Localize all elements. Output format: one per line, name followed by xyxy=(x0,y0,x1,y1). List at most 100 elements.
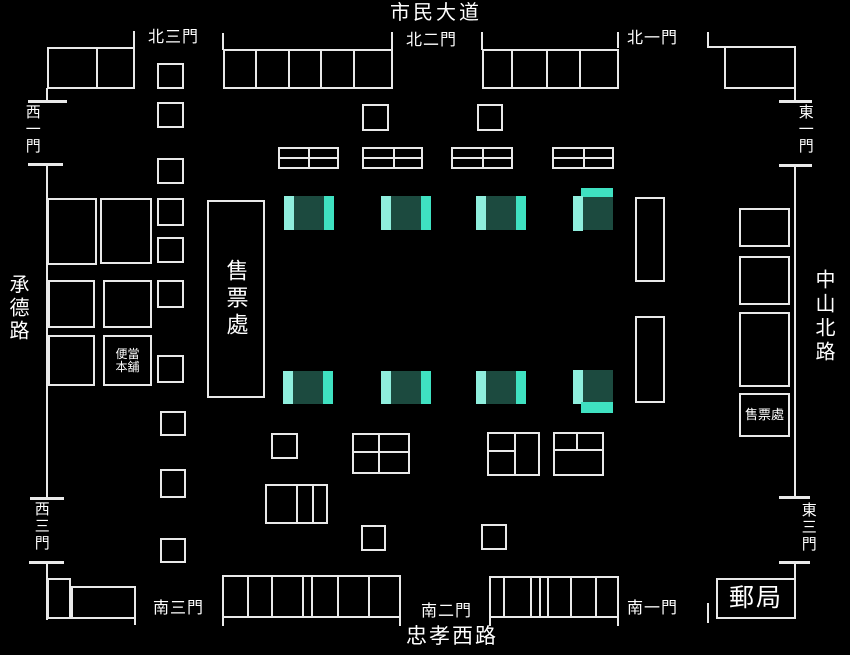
counter-table xyxy=(278,147,339,169)
ticket-office-west-label: 售票處 xyxy=(223,258,249,340)
kiosk-box xyxy=(361,525,386,551)
pillar-box xyxy=(160,411,186,436)
building-block xyxy=(222,575,401,618)
street-label-south: 忠孝西路 xyxy=(406,625,498,648)
gate-label-south-2: 南二門 xyxy=(421,603,473,620)
street-label-west: 承德路 xyxy=(6,274,28,343)
building-block xyxy=(48,335,95,386)
pillar-box xyxy=(157,280,184,308)
escalator-dark-body xyxy=(583,197,613,230)
building-block xyxy=(47,578,71,619)
building-block xyxy=(489,576,619,618)
escalator-dark-body xyxy=(294,196,324,230)
escalator-dark-body xyxy=(486,196,516,230)
gate-tick xyxy=(134,618,136,625)
escalator-light-bar xyxy=(476,196,486,230)
gate-tick xyxy=(489,618,491,626)
escalator-dark-body xyxy=(486,371,516,404)
escalator-bright-bar xyxy=(516,196,526,230)
gate-tick xyxy=(222,33,224,50)
wall-line xyxy=(794,88,796,101)
pillar-box xyxy=(157,63,184,89)
counter-table xyxy=(362,147,423,169)
gate-tick xyxy=(779,164,812,167)
ticket-office-east-label: 售票處 xyxy=(744,407,784,423)
building-block xyxy=(71,586,136,619)
wall-line xyxy=(46,88,48,101)
building-block xyxy=(352,433,410,474)
gate-label-north-2: 北二門 xyxy=(406,32,458,49)
building-block xyxy=(739,256,790,305)
building-block xyxy=(47,47,135,89)
escalator-dark-body xyxy=(391,196,421,230)
gate-tick xyxy=(707,32,709,48)
escalator-bright-bar xyxy=(581,188,613,197)
gate-tick xyxy=(30,497,64,500)
gate-tick xyxy=(481,32,483,50)
pillar-box xyxy=(157,102,184,128)
kiosk-box xyxy=(271,433,298,459)
gate-label-north-1: 北一門 xyxy=(627,30,679,47)
escalator-dark-body xyxy=(391,371,421,404)
wall-line xyxy=(794,167,796,497)
bento-shop-label-line2: 本舖 xyxy=(115,359,140,374)
kiosk-box xyxy=(481,524,507,550)
escalator-bright-bar xyxy=(324,196,334,230)
counter-table xyxy=(451,147,513,169)
pillar-box xyxy=(157,237,184,263)
escalator-light-bar xyxy=(573,196,583,231)
street-label-east: 中山北路 xyxy=(812,269,834,365)
building-block xyxy=(482,49,619,89)
escalator-dark-body xyxy=(583,370,613,402)
pillar-box xyxy=(157,198,184,226)
gate-tick xyxy=(617,32,619,48)
escalator-bright-bar xyxy=(421,196,431,230)
building-block xyxy=(48,280,95,328)
gate-label-west-1: 西一門 xyxy=(23,104,41,155)
gate-tick xyxy=(617,618,619,626)
building-block xyxy=(635,316,665,403)
escalator-light-bar xyxy=(381,371,391,404)
pillar-box xyxy=(157,158,184,184)
escalator-light-bar xyxy=(381,196,391,230)
kiosk-box xyxy=(362,104,389,131)
building-block xyxy=(635,197,665,282)
building-block xyxy=(103,280,152,328)
gate-label-east-3: 東三門 xyxy=(799,502,817,553)
gate-tick xyxy=(391,32,393,50)
escalator-light-bar xyxy=(284,196,294,230)
gate-label-east-1: 東一門 xyxy=(796,104,814,155)
gate-tick xyxy=(779,561,810,564)
building-block xyxy=(265,484,328,524)
building-block xyxy=(739,312,790,387)
gate-label-south-3: 南三門 xyxy=(153,600,205,617)
gate-tick xyxy=(707,603,709,623)
wall-line xyxy=(794,564,796,579)
pillar-box xyxy=(160,469,186,498)
escalator-dark-body xyxy=(293,371,323,404)
bento-shop-label-line1: 便當 xyxy=(115,346,140,361)
building-block xyxy=(100,198,152,264)
gate-tick xyxy=(222,618,224,626)
escalator-bright-bar xyxy=(421,371,431,404)
escalator-bright-bar xyxy=(581,402,613,413)
building-block xyxy=(47,198,97,265)
gate-tick xyxy=(28,163,63,166)
escalator-light-bar xyxy=(476,371,486,404)
gate-tick xyxy=(133,31,135,48)
wall-line xyxy=(708,46,726,48)
bento-shop: 便當 本舖 xyxy=(103,335,152,386)
gate-label-west-3: 西三門 xyxy=(32,501,50,552)
post-office-label: 郵局 xyxy=(728,584,783,613)
gate-tick xyxy=(779,100,812,103)
building-block xyxy=(487,432,540,476)
pillar-box xyxy=(157,355,184,383)
pillar-box xyxy=(160,538,186,563)
building-block xyxy=(739,208,790,247)
post-office: 郵局 xyxy=(716,578,796,619)
gate-label-north-3: 北三門 xyxy=(148,29,200,46)
gate-tick xyxy=(779,496,810,499)
escalator-bright-bar xyxy=(323,371,333,404)
building-block xyxy=(724,46,796,89)
gate-tick xyxy=(28,100,67,103)
